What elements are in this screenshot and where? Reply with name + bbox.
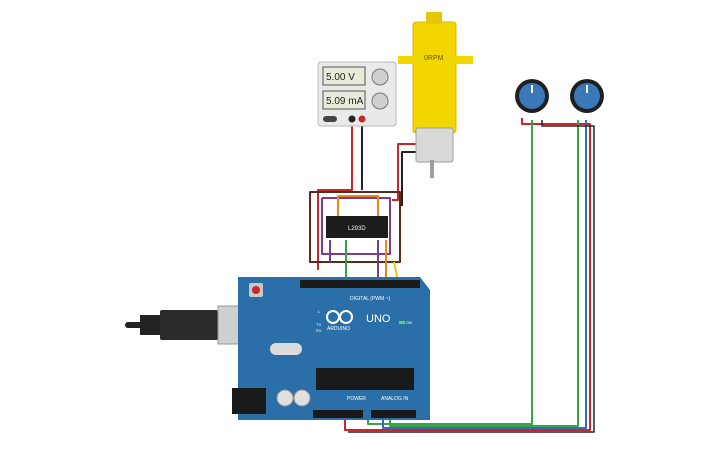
analog-header-label: ANALOG IN <box>381 396 409 402</box>
model-label: UNO <box>366 313 391 325</box>
wire-pot-ground[interactable] <box>348 120 595 433</box>
potentiometer-2[interactable] <box>570 79 604 113</box>
tx-led-label: TX <box>316 322 321 327</box>
wire-motor-black[interactable] <box>401 151 416 206</box>
power-supply[interactable]: 5.00 V 5.09 mA <box>317 61 397 127</box>
wire-supply-positive[interactable] <box>317 122 353 270</box>
wire-purple-loop[interactable] <box>321 197 391 255</box>
wire-motor-red[interactable] <box>392 143 416 201</box>
pot2-knob-icon[interactable] <box>574 83 600 109</box>
current-readout: 5.09 mA <box>326 96 364 107</box>
rx-led-label: RX <box>316 328 322 333</box>
on-led <box>399 321 405 324</box>
power-jack[interactable] <box>232 388 266 414</box>
chip-label: L293D <box>348 226 366 232</box>
analog-header[interactable] <box>371 410 416 418</box>
power-switch[interactable] <box>323 116 337 122</box>
motor-can <box>415 127 454 163</box>
arduino-uno[interactable]: DIGITAL (PWM ~) ARDUINO UNO L TX RX ON P… <box>232 277 430 420</box>
voltage-display <box>322 66 366 86</box>
current-knob[interactable] <box>371 92 389 110</box>
voltage-readout: 5.00 V <box>326 72 355 83</box>
voltage-knob[interactable] <box>371 68 389 86</box>
motor-speed-label: 0RPM <box>424 55 444 62</box>
pot1-knob-icon[interactable] <box>519 83 545 109</box>
wire-pot2-blue[interactable] <box>382 120 587 429</box>
wire-purple-arduino[interactable] <box>329 240 379 282</box>
digital-header[interactable] <box>300 280 420 288</box>
power-header-label: POWER <box>347 396 366 402</box>
wire-pot1-red[interactable] <box>344 118 591 431</box>
current-display <box>322 90 366 110</box>
l-led-label: L <box>318 309 321 314</box>
positive-terminal[interactable] <box>358 115 366 123</box>
negative-terminal[interactable] <box>348 115 356 123</box>
arduino-logo-icon <box>326 310 353 324</box>
power-header[interactable] <box>313 410 363 418</box>
dc-motor[interactable]: 0RPM <box>398 12 473 178</box>
crystal <box>270 343 302 355</box>
atmega-chip <box>316 368 414 390</box>
wire-brown-loop[interactable] <box>309 191 401 263</box>
on-label: ON <box>406 320 412 325</box>
digital-header-label: DIGITAL (PWM ~) <box>350 296 390 302</box>
wire-orange[interactable] <box>337 195 379 216</box>
l293d-chip[interactable]: L293D <box>326 216 388 238</box>
brand-label: ARDUINO <box>327 326 350 332</box>
potentiometer-1[interactable] <box>515 79 549 113</box>
